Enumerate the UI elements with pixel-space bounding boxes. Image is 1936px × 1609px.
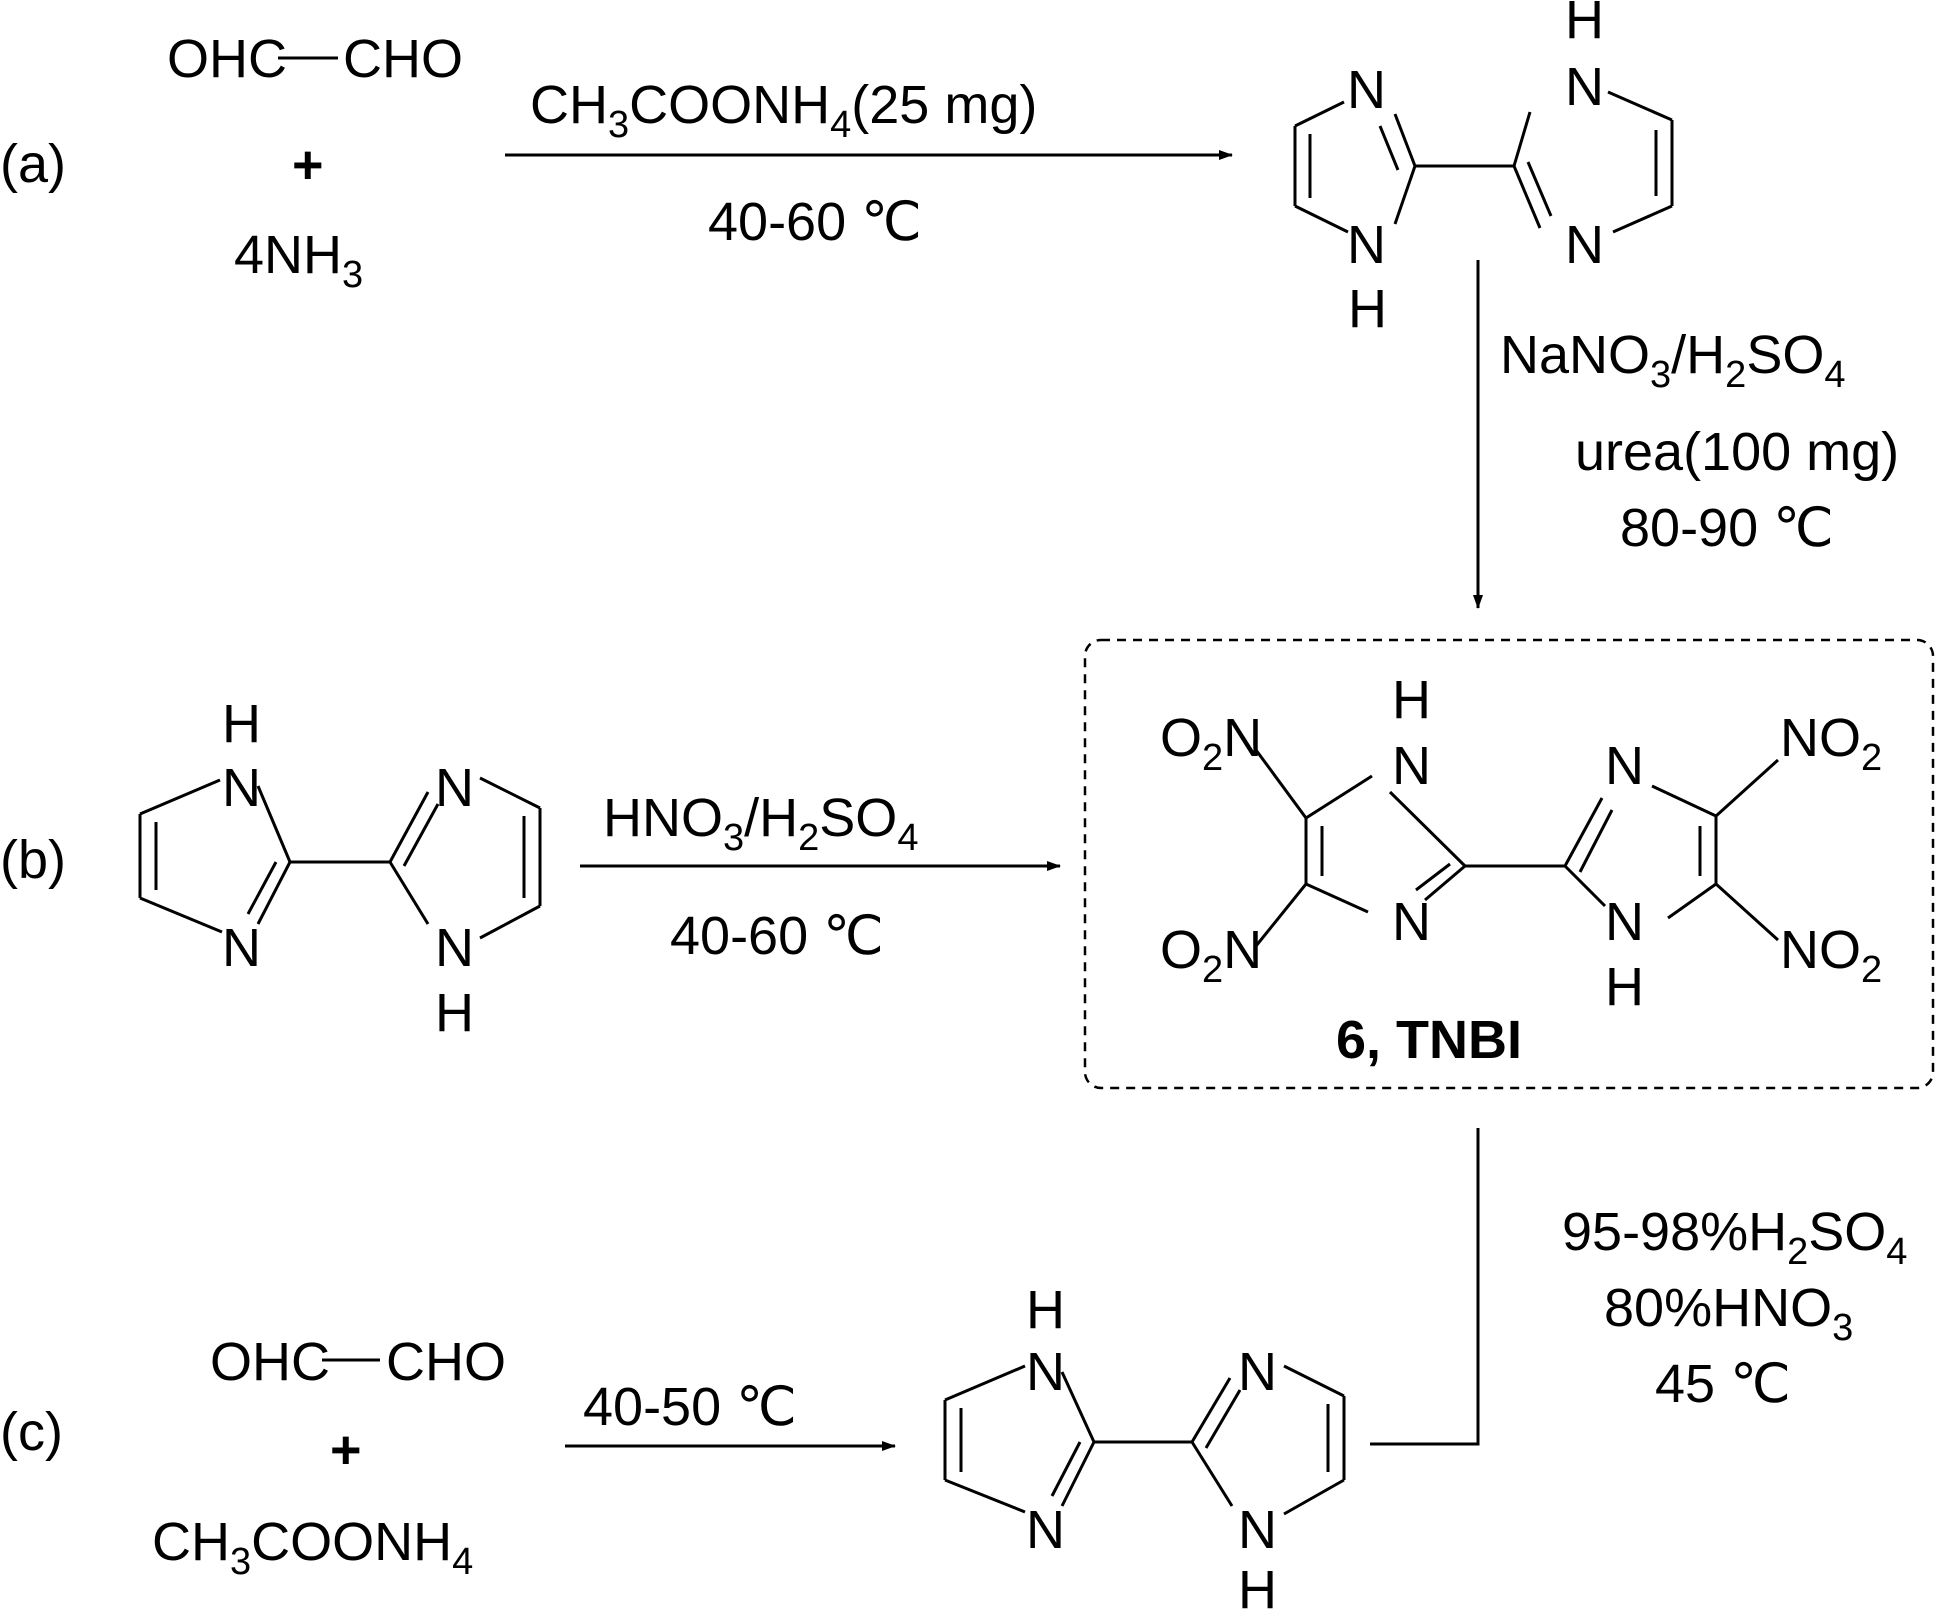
- glyoxal-right-a: CHO: [343, 29, 463, 89]
- route-c-nitration-acid: 95-98%H2SO4: [1562, 1202, 1907, 1273]
- product-box: [1083, 638, 1935, 1090]
- atom-h-a2: H: [1348, 279, 1387, 339]
- nitration-a-urea: urea(100 mg): [1575, 422, 1899, 482]
- route-b-label: (b): [0, 830, 66, 890]
- biimidazole-a: [1293, 90, 1674, 234]
- atom-n-b3: N: [435, 758, 474, 818]
- atom-n-b2: N: [222, 918, 261, 978]
- route-b-condition-reagent: HNO3/H2SO4: [603, 788, 918, 859]
- plus-c: +: [330, 1420, 362, 1480]
- atom-h-a3: H: [1565, 0, 1604, 50]
- atom-n-a2: N: [1347, 215, 1386, 275]
- route-c-nitration-temp: 45 ℃: [1655, 1354, 1791, 1414]
- ammonia-a: 4NH3: [234, 225, 363, 296]
- atom-h-p4: H: [1605, 957, 1644, 1017]
- atom-n-p3: N: [1605, 736, 1644, 796]
- glyoxal-right-c: CHO: [386, 1332, 506, 1392]
- atom-n-a3: N: [1565, 57, 1604, 117]
- route-c-nitration-hno3: 80%HNO3: [1604, 1278, 1853, 1349]
- nitration-a-temp: 80-90 ℃: [1620, 498, 1834, 558]
- glyoxal-left-c: OHC: [210, 1332, 330, 1392]
- product-label: 6, TNBI: [1336, 1010, 1522, 1070]
- ammonium-acetate-c: CH3COONH4: [152, 1512, 473, 1583]
- atom-n-p4: N: [1605, 892, 1644, 952]
- nitro-bottom-left: O2N: [1160, 920, 1262, 991]
- biimidazole-c: [943, 1364, 1346, 1516]
- atom-h-b4: H: [435, 983, 474, 1043]
- nitro-bottom-right: NO2: [1780, 920, 1882, 991]
- nitration-a-reagent: NaNO3/H2SO4: [1500, 325, 1845, 396]
- glyoxal-left-a: OHC: [167, 29, 287, 89]
- atom-n-p1: N: [1392, 736, 1431, 796]
- atom-h-p1: H: [1392, 670, 1431, 730]
- atom-n-b1: N: [222, 758, 261, 818]
- atom-n-p2: N: [1392, 892, 1431, 952]
- nitro-top-left: O2N: [1160, 708, 1262, 779]
- atom-h-c4: H: [1238, 1560, 1277, 1609]
- atom-n-c2: N: [1026, 1500, 1065, 1560]
- route-b-condition-temp: 40-60 ℃: [670, 906, 884, 966]
- atom-n-c1: N: [1026, 1342, 1065, 1402]
- route-a-condition-temp: 40-60 ℃: [708, 192, 922, 252]
- atom-n-b4: N: [435, 918, 474, 978]
- nitro-top-right: NO2: [1780, 708, 1882, 779]
- route-a-condition-reagent: CH3COONH4(25 mg): [530, 75, 1037, 146]
- atom-n-c3: N: [1238, 1342, 1277, 1402]
- atom-n-c4: N: [1238, 1500, 1277, 1560]
- atom-n-a4: N: [1565, 215, 1604, 275]
- route-a-label: (a): [0, 134, 66, 194]
- route-c-connector: [1370, 1128, 1480, 1446]
- route-c-condition: 40-50 ℃: [583, 1377, 797, 1437]
- atom-h-c1: H: [1026, 1280, 1065, 1340]
- plus-a: +: [292, 135, 324, 195]
- route-c-label: (c): [0, 1402, 63, 1462]
- atom-h-b1: H: [222, 694, 261, 754]
- biimidazole-b: [138, 776, 542, 940]
- tnbi-structure: [1254, 749, 1780, 947]
- atom-n-a1: N: [1347, 60, 1386, 120]
